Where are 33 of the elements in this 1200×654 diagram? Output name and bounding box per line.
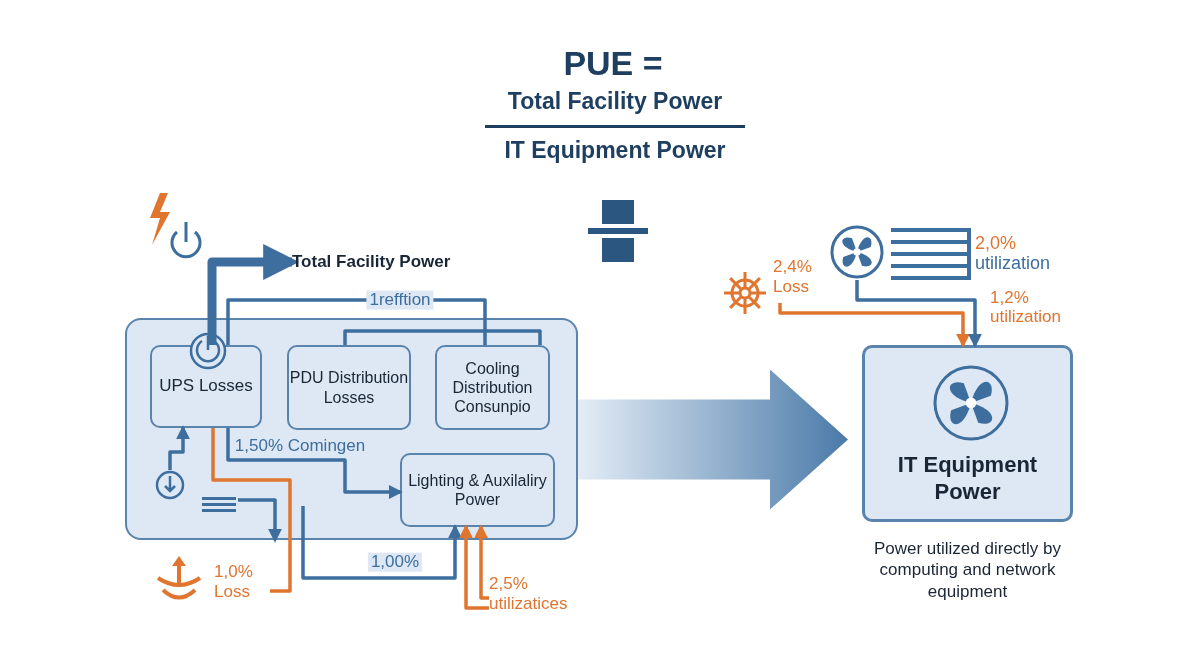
- arrow: [855, 280, 982, 348]
- formula-numerator: Total Facility Power: [506, 88, 724, 115]
- arrow: [238, 498, 282, 543]
- connector-line: [211, 428, 292, 593]
- component-box: [862, 345, 1073, 522]
- formula-title: PUE =: [562, 44, 664, 83]
- component-box: [287, 345, 411, 430]
- box-label: UPS Losses: [159, 376, 253, 397]
- facility-container: [125, 318, 578, 540]
- arrow: [474, 524, 489, 600]
- arrow: [168, 425, 190, 470]
- flow-arrow: [578, 369, 848, 510]
- flow-label: 1,0% Loss: [214, 562, 254, 603]
- arrow: [301, 506, 462, 580]
- box-label: Lighting & Auxilaliry Power: [407, 470, 548, 510]
- box-label: PDU Distribution Losses: [289, 368, 409, 407]
- edge-label: 1refftion: [366, 290, 434, 310]
- caption-text: 2,0%: [975, 232, 1017, 255]
- flow-label: Total Facility Power: [292, 252, 452, 273]
- connector-line: [343, 329, 542, 345]
- component-box: [435, 345, 550, 430]
- arrow: [226, 428, 403, 499]
- flow-label: 2,5% utilizatices: [489, 574, 569, 615]
- component-box: [400, 453, 555, 527]
- formula-denominator: IT Equipment Power: [503, 137, 727, 164]
- arrow: [459, 524, 489, 610]
- arrow: [778, 303, 970, 348]
- edge-label: 1,00%: [367, 552, 423, 572]
- flow-label: 2,4% Loss: [773, 257, 813, 298]
- caption-text: utilization: [975, 252, 1051, 275]
- box-label: Cooling Distribution Consunpio: [451, 358, 534, 417]
- caption-text: Power utilized directly by computing and network equipment: [872, 538, 1063, 602]
- box-label: IT Equipment Power: [896, 452, 1039, 505]
